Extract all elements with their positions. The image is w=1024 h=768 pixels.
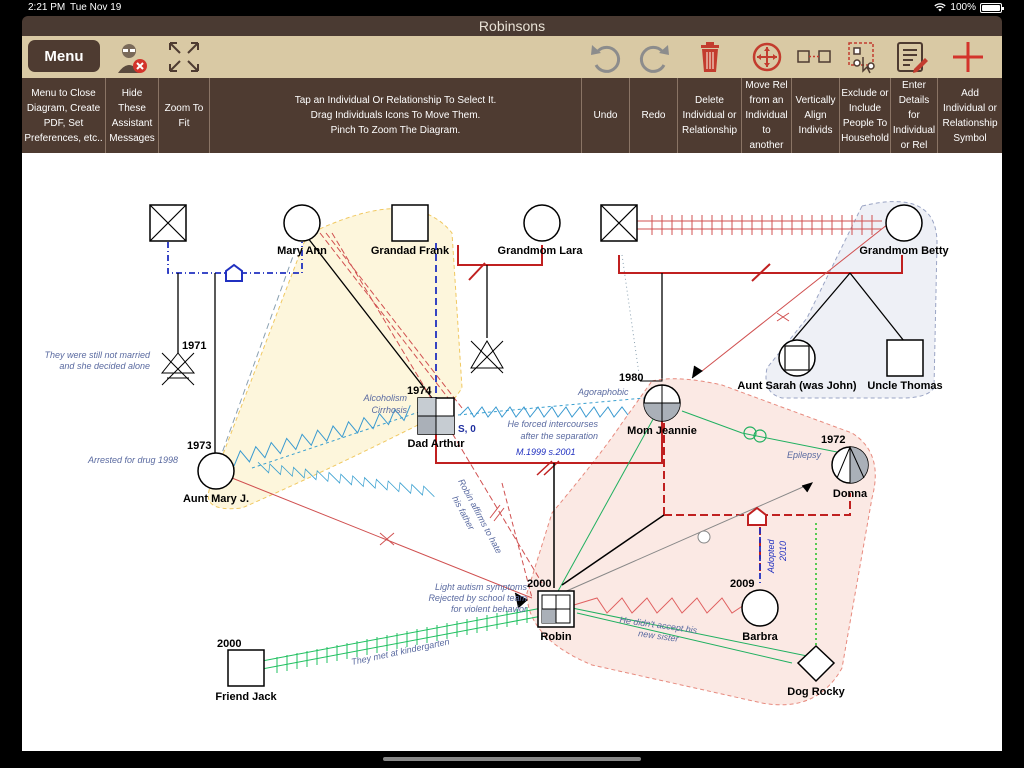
move-relationship-icon[interactable]	[749, 39, 785, 75]
home-indicator[interactable]	[383, 757, 641, 761]
name-dad-arthur: Dad Arthur	[407, 438, 465, 450]
battery-icon	[980, 2, 1004, 13]
note-adopted-2: 2010	[778, 541, 788, 562]
note-autism-1: Light autism symptoms	[435, 582, 528, 592]
help-exclude: Exclude or Include People To Household	[840, 78, 891, 153]
status-time: 2:21 PM	[28, 2, 66, 13]
note-forced-1: He forced intercourses	[507, 419, 598, 429]
pregnancy-loss-symbol-lara[interactable]	[470, 340, 504, 374]
menu-button[interactable]: Menu	[28, 40, 100, 72]
wifi-icon	[934, 3, 947, 12]
person-symbol-friend-jack[interactable]	[227, 649, 265, 687]
person-symbol-unknown-male[interactable]	[149, 204, 187, 242]
note-epilepsy: Epilepsy	[787, 450, 822, 460]
undo-icon[interactable]	[588, 39, 624, 75]
household-marker-right[interactable]	[747, 506, 767, 526]
toolbar: Menu	[22, 36, 1002, 78]
redo-icon[interactable]	[636, 39, 672, 75]
name-mom-jeannie: Mom Jeannie	[627, 425, 697, 437]
person-symbol-robin[interactable]	[537, 590, 575, 628]
note-alcoholism-2: Cirrhosis	[371, 405, 407, 415]
year-1974: 1974	[407, 385, 432, 397]
pregnancy-loss-symbol-1971[interactable]	[160, 352, 196, 386]
help-redo: Redo	[630, 78, 678, 153]
name-grandad-frank: Grandad Frank	[371, 245, 450, 257]
person-symbol-aunt-mary[interactable]	[197, 452, 235, 490]
note-marriage: M.1999 s.2001	[516, 447, 576, 457]
status-right: 100%	[934, 2, 1004, 13]
status-date: Tue Nov 19	[70, 2, 122, 13]
assistant-help-bar: Menu to Close Diagram, Create PDF, Set P…	[22, 78, 1002, 153]
note-forced-2: after the separation	[520, 431, 598, 441]
year-2000-robin: 2000	[527, 578, 551, 590]
person-symbol-grandad-frank[interactable]	[391, 204, 429, 242]
person-symbol-dad-arthur[interactable]	[417, 397, 455, 435]
help-delete: Delete Individual or Relationship	[678, 78, 742, 153]
trash-icon[interactable]	[692, 39, 728, 75]
note-adopted-1: Adopted	[766, 538, 776, 574]
person-symbol-grandmom-betty[interactable]	[885, 204, 923, 242]
person-symbol-grandmom-lara[interactable]	[523, 204, 561, 242]
pet-symbol-dog-rocky[interactable]	[796, 644, 836, 683]
align-icon[interactable]	[796, 39, 832, 75]
person-symbol-deceased-grandfather[interactable]	[600, 204, 638, 242]
add-icon[interactable]	[950, 39, 986, 75]
help-zoom: Zoom To Fit	[159, 78, 210, 153]
note-s0: S, 0	[458, 424, 476, 435]
help-details: Enter Details for Individual or Rel	[891, 78, 938, 153]
note-not-married-2: and she decided alone	[59, 361, 150, 371]
help-instructions: Tap an Individual Or Relationship To Sel…	[210, 78, 582, 153]
hostility-line-arthur-maryj[interactable]	[231, 405, 414, 467]
year-1973: 1973	[187, 440, 211, 452]
zoom-to-fit-icon[interactable]	[166, 39, 202, 75]
household-marker-left[interactable]	[225, 263, 243, 282]
name-barbra: Barbra	[742, 631, 778, 643]
hostility-line-arthur-jeannie[interactable]	[459, 406, 629, 418]
person-symbol-barbra[interactable]	[741, 589, 779, 627]
person-symbol-mary-ann[interactable]	[283, 204, 321, 242]
name-robin: Robin	[540, 631, 571, 643]
note-not-married-1: They were still not married	[44, 350, 151, 360]
hide-assistant-icon[interactable]	[114, 39, 150, 75]
year-1980: 1980	[619, 372, 643, 384]
genogram-canvas[interactable]: Mary Ann Grandad Frank Grandmom Lara Gra…	[22, 153, 1002, 751]
name-aunt-sarah: Aunt Sarah (was John)	[737, 380, 857, 392]
status-bar: 2:21 PM Tue Nov 19 100%	[0, 0, 1024, 16]
help-align: Vertically Align Individs	[792, 78, 840, 153]
name-uncle-thomas: Uncle Thomas	[867, 380, 942, 392]
window-title: Robinsons	[22, 16, 1002, 36]
person-symbol-mom-jeannie[interactable]	[643, 384, 681, 422]
person-symbol-aunt-sarah[interactable]	[778, 339, 816, 377]
exclude-include-icon[interactable]	[845, 39, 881, 75]
help-add: Add Individual or Relationship Symbol	[942, 87, 998, 144]
relationship-lines	[167, 212, 905, 673]
note-autism-3: for violent behavior	[451, 604, 528, 614]
note-autism-2: Rejected by school team	[428, 593, 527, 603]
name-grandmom-lara: Grandmom Lara	[498, 245, 584, 257]
year-1971: 1971	[182, 340, 206, 352]
battery-percent: 100%	[950, 2, 976, 13]
note-agoraphobic: Agoraphobic	[577, 387, 629, 397]
name-mary-ann: Mary Ann	[277, 245, 327, 257]
help-hide: Hide These Assistant Messages	[106, 78, 159, 153]
year-1972: 1972	[821, 434, 845, 446]
year-2009: 2009	[730, 578, 754, 590]
enter-details-icon[interactable]	[894, 39, 930, 75]
help-menu: Menu to Close Diagram, Create PDF, Set P…	[22, 78, 106, 153]
person-symbol-uncle-thomas[interactable]	[886, 339, 924, 377]
note-alcoholism-1: Alcoholism	[362, 393, 407, 403]
help-undo: Undo	[582, 78, 630, 153]
name-aunt-mary: Aunt Mary J.	[183, 493, 249, 505]
year-2000-jack: 2000	[217, 638, 241, 650]
person-symbol-donna[interactable]	[831, 445, 869, 484]
name-grandmom-betty: Grandmom Betty	[859, 245, 949, 257]
name-dog-rocky: Dog Rocky	[787, 686, 845, 698]
note-drug: Arrested for drug 1998	[87, 455, 178, 465]
name-friend-jack: Friend Jack	[215, 691, 277, 703]
help-move: Move Rel from an Individual to another	[742, 78, 792, 153]
name-donna: Donna	[833, 488, 868, 500]
